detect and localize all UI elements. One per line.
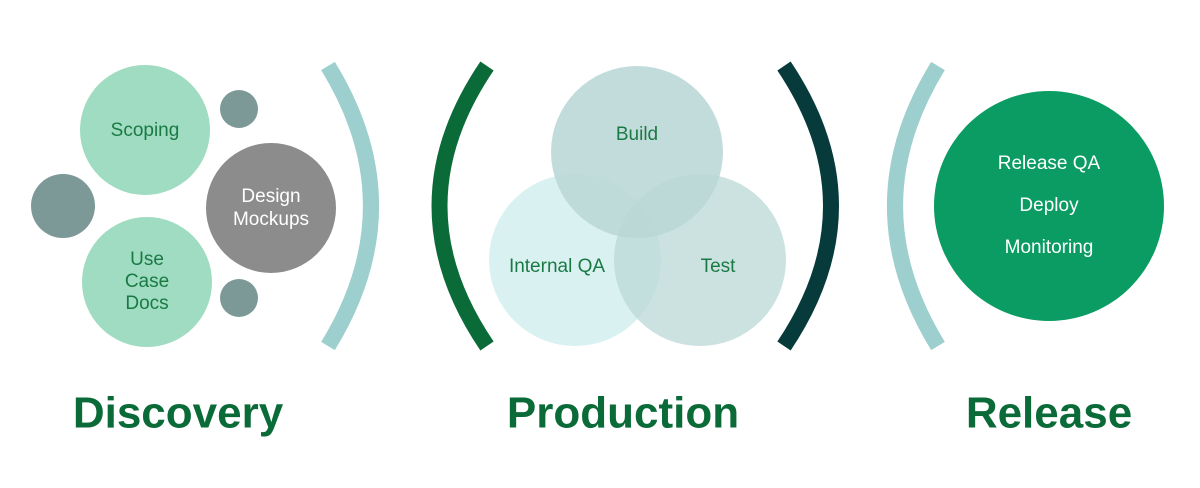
production-group: Build Internal QA Test bbox=[489, 66, 786, 346]
small-dot-bottom bbox=[220, 279, 258, 317]
internal-qa-label: Internal QA bbox=[509, 256, 605, 277]
scoping-bubble bbox=[80, 65, 210, 195]
release-qa-label: Release QA bbox=[998, 153, 1101, 174]
scoping-label: Scoping bbox=[111, 120, 180, 141]
separator-arc-1 bbox=[321, 61, 379, 351]
test-label: Test bbox=[701, 256, 737, 277]
design-mockups-label-line-2: Mockups bbox=[233, 209, 309, 230]
design-mockups-label-line-1: Design bbox=[241, 186, 300, 207]
use-case-docs-label-line-3: Docs bbox=[125, 293, 168, 314]
separator-arc-2 bbox=[431, 61, 494, 351]
release-bubble bbox=[934, 91, 1164, 321]
build-label: Build bbox=[616, 124, 658, 145]
build-bubble bbox=[551, 66, 723, 238]
separator-arc-3 bbox=[777, 61, 839, 351]
use-case-docs-bubble bbox=[82, 217, 212, 347]
left-dot bbox=[31, 174, 95, 238]
small-dot-top bbox=[220, 90, 258, 128]
monitoring-label: Monitoring bbox=[1005, 237, 1094, 258]
discovery-group: Scoping Design Mockups Use Case Docs bbox=[31, 65, 336, 347]
release-title: Release bbox=[966, 389, 1132, 438]
use-case-docs-label-line-1: Use bbox=[130, 249, 164, 270]
release-group: Release QA Deploy Monitoring bbox=[934, 91, 1164, 321]
design-mockups-bubble bbox=[206, 143, 336, 273]
use-case-docs-label-line-2: Case bbox=[125, 271, 169, 292]
deploy-label: Deploy bbox=[1019, 195, 1079, 216]
production-title: Production bbox=[507, 389, 739, 438]
discovery-title: Discovery bbox=[73, 389, 284, 438]
separator-arc-4 bbox=[887, 61, 945, 351]
